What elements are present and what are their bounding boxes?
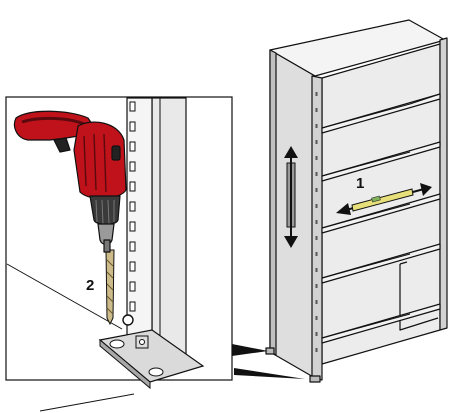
lower-frame-line [399, 261, 408, 265]
callout-step-1: 1 [356, 175, 364, 192]
floor-edge [6, 263, 123, 330]
power-drill-icon [13, 110, 127, 253]
drill-motor-housing [73, 121, 127, 200]
upright-slots [315, 92, 318, 352]
drill-bit [105, 249, 115, 326]
front-upright-right [439, 37, 448, 331]
shelf-depth-lines [321, 93, 441, 339]
front-upright-left [311, 75, 323, 381]
base-hole-left [109, 339, 125, 349]
side-panel-edge [269, 49, 277, 356]
base-hole-right [148, 367, 164, 377]
bracket-hole [139, 339, 145, 345]
hole-marker [122, 314, 134, 326]
upright-slots-detail [129, 101, 136, 312]
floor-edge-2 [39, 393, 135, 412]
inset-frame [5, 96, 233, 381]
drill-trigger [53, 137, 71, 153]
inset-pointer [232, 344, 305, 379]
drill-switch [111, 145, 121, 161]
drill-detail-inset: 2 [5, 96, 233, 412]
spirit-level-icon [336, 183, 432, 215]
lower-frame [399, 264, 439, 331]
foot-front [309, 375, 321, 383]
vertical-double-arrow-icon [284, 146, 298, 248]
base-plate-edge [99, 338, 151, 390]
upright-post [151, 97, 187, 367]
drill-chuck [89, 195, 121, 226]
callout-step-2: 2 [86, 277, 94, 294]
